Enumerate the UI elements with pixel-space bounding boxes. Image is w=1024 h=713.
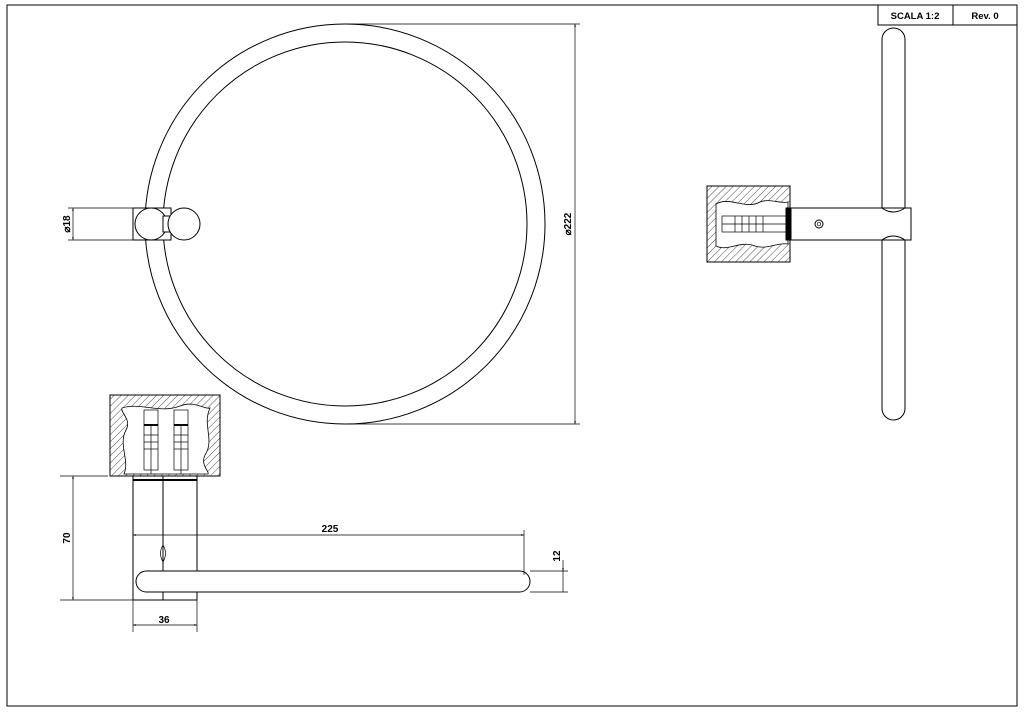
top-view: 70 225 12 36 (60, 394, 568, 632)
ring-outer (144, 23, 546, 425)
towel-bar (135, 570, 531, 593)
dim-ball-diameter: ⌀18 (62, 215, 73, 233)
dim-ring-diameter: ⌀222 (563, 212, 574, 235)
ring-inner (162, 41, 528, 407)
revision-label: Rev. 0 (971, 11, 998, 22)
mount-ball (134, 207, 168, 241)
front-view: ⌀18 ⌀222 (62, 23, 580, 425)
dim-arm-length: 225 (322, 524, 339, 535)
drawing-border (6, 4, 1018, 707)
base-plate (132, 475, 198, 601)
dim-base-width: 36 (158, 615, 170, 626)
wall-anchor (143, 409, 159, 474)
scale-label: SCALA 1:2 (891, 11, 940, 22)
mount-ball-2 (167, 207, 201, 241)
dim-bar-thickness: 12 (552, 550, 563, 562)
title-block: SCALA 1:2 Rev. 0 (877, 4, 1018, 26)
set-screw (814, 219, 824, 229)
arm-side (790, 207, 912, 241)
wall-anchor (173, 409, 189, 474)
dim-projection: 70 (62, 532, 73, 544)
side-view (706, 27, 912, 421)
